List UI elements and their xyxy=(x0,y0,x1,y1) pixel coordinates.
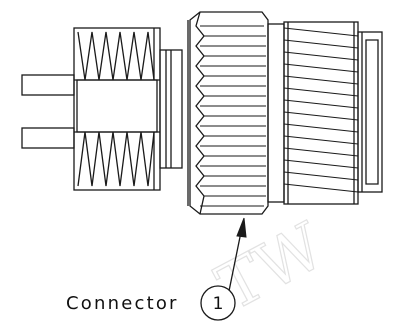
leader-arrow-icon xyxy=(227,217,247,297)
callout-bubble xyxy=(200,285,236,321)
callout-label: Connector xyxy=(66,293,179,314)
connector-part-icon xyxy=(21,11,383,215)
connector-pins xyxy=(21,74,75,149)
left-thread-body xyxy=(73,27,161,191)
callout-number: 1 xyxy=(213,294,224,314)
connector-neck xyxy=(159,49,183,169)
knurled-nut xyxy=(187,11,269,215)
right-thread-section xyxy=(267,21,383,205)
